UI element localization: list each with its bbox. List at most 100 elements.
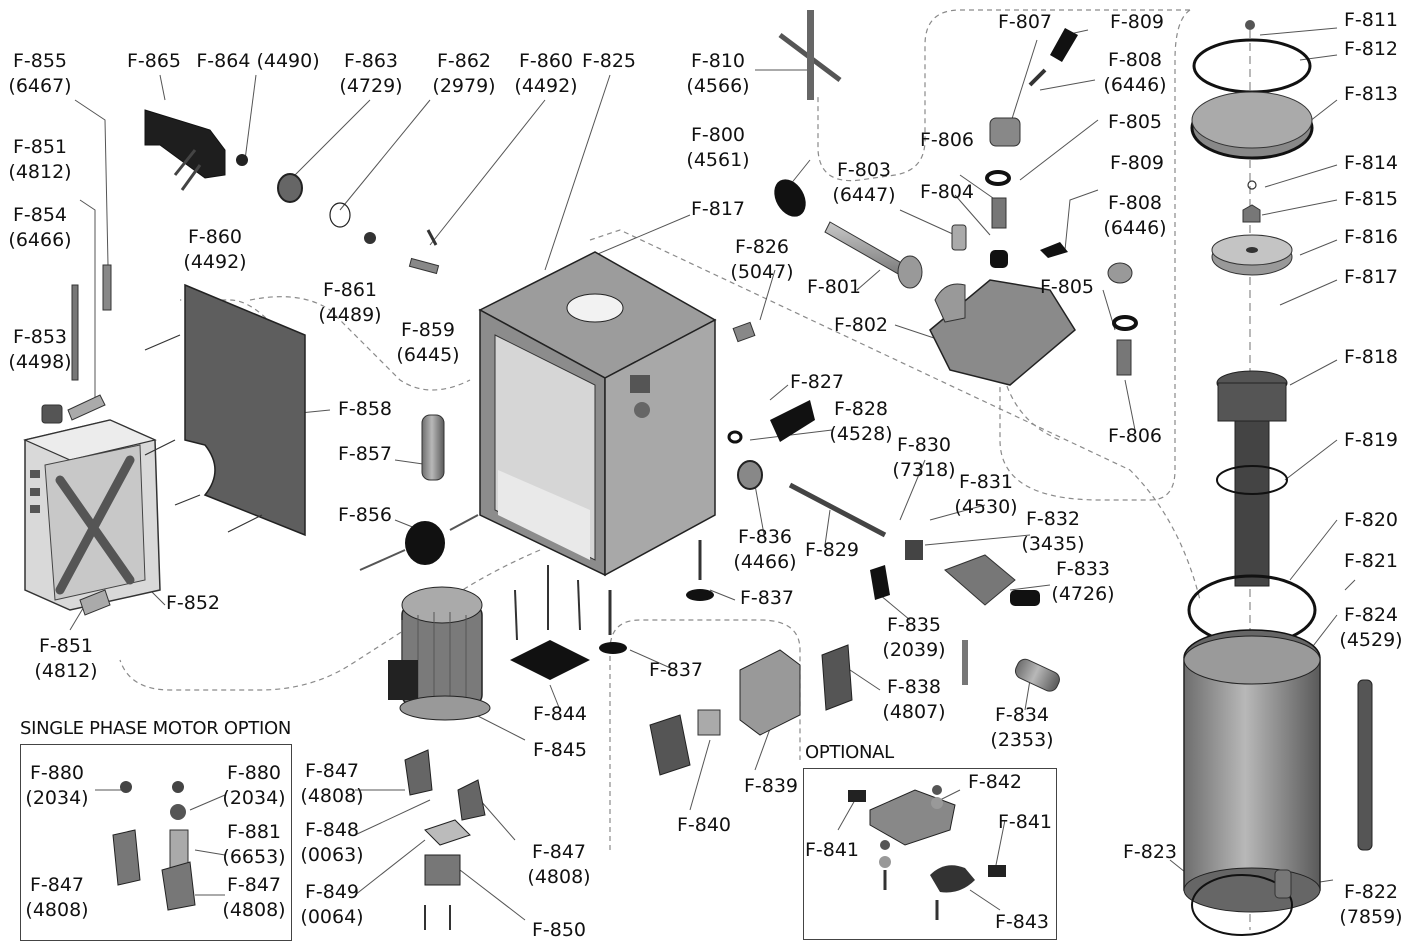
label-f853: F-853(4498) (8, 326, 72, 373)
label-f856: F-856 (337, 504, 393, 526)
screws-panel (144, 334, 263, 533)
label-f855: F-855(6467) (8, 50, 72, 97)
label-f843: F-843 (994, 911, 1050, 933)
label-f826: F-826(5047) (730, 236, 794, 283)
label-f816: F-816 (1343, 226, 1399, 248)
label-f812: F-812 (1343, 38, 1399, 60)
side-panel-f858 (184, 283, 306, 537)
label-f865: F-865 (126, 50, 182, 72)
label-f823: F-823 (1122, 841, 1178, 863)
label-f809-top: F-809 (1109, 11, 1165, 33)
label-f814: F-814 (1343, 152, 1399, 174)
label-f805-mid: F-805 (1039, 276, 1095, 298)
label-f824: F-824(4529) (1339, 604, 1403, 651)
label-f828: F-828(4528) (829, 398, 893, 445)
label-f880-left: F-880(2034) (25, 762, 89, 809)
mount-plate-f844 (510, 565, 590, 680)
label-f881: F-881(6653) (222, 821, 286, 868)
label-f880-right: F-880(2034) (222, 762, 286, 809)
label-f863: F-863(4729) (339, 50, 403, 97)
label-f820: F-820 (1343, 509, 1399, 531)
label-f847-box-right: F-847(4808) (222, 874, 286, 921)
label-f808-top: F-808(6446) (1103, 49, 1167, 96)
label-f834: F-834(2353) (990, 704, 1054, 751)
label-f852: F-852 (165, 592, 221, 614)
label-f860-left: F-860(4492) (183, 226, 247, 273)
label-f857: F-857 (337, 443, 393, 465)
label-f815: F-815 (1343, 188, 1399, 210)
label-f854: F-854(6466) (8, 204, 72, 251)
label-f848: F-848(0063) (300, 819, 364, 866)
optional-title: OPTIONAL (805, 742, 894, 763)
label-f831: F-831(4530) (954, 471, 1018, 518)
label-f819: F-819 (1343, 429, 1399, 451)
label-f837-top: F-837 (739, 587, 795, 609)
label-f817-right: F-817 (1343, 266, 1399, 288)
label-f841-left: F-841 (804, 839, 860, 861)
label-f805-top: F-805 (1107, 111, 1163, 133)
label-f803: F-803(6447) (832, 159, 896, 206)
label-f847-right: F-847(4808) (527, 841, 591, 888)
vessel-column (1183, 20, 1373, 936)
cabinet-f825 (478, 251, 717, 577)
label-f847-center: F-847(4808) (300, 760, 364, 807)
label-f835: F-835(2039) (882, 614, 946, 661)
label-f806-top: F-806 (919, 129, 975, 151)
label-f837-bottom: F-837 (648, 659, 704, 681)
label-f859: F-859(6445) (396, 319, 460, 366)
label-f851-top: F-851(4812) (8, 136, 72, 183)
label-f809-mid: F-809 (1109, 152, 1165, 174)
optional-box (803, 768, 1057, 940)
label-f825: F-825 (581, 50, 637, 72)
label-f842: F-842 (967, 771, 1023, 793)
label-f817-mid: F-817 (690, 198, 746, 220)
label-f800: F-800(4561) (686, 124, 750, 171)
label-f860-top: F-860(4492) (514, 50, 578, 97)
label-f838: F-838(4807) (882, 676, 946, 723)
label-f804: F-804 (919, 181, 975, 203)
label-f864: F-864 (4490) (196, 50, 320, 72)
top-center-parts (732, 10, 1138, 386)
single-phase-option-box (20, 744, 292, 941)
label-f807: F-807 (997, 11, 1053, 33)
label-f813: F-813 (1343, 83, 1399, 105)
label-f845: F-845 (532, 739, 588, 761)
label-f818: F-818 (1343, 346, 1399, 368)
label-f810: F-810(4566) (686, 50, 750, 97)
label-f861: F-861(4489) (318, 279, 382, 326)
label-f811: F-811 (1343, 9, 1399, 31)
label-f806-mid: F-806 (1107, 425, 1163, 447)
optional-parts (848, 785, 1006, 920)
label-f802: F-802 (833, 314, 889, 336)
label-f862: F-862(2979) (432, 50, 496, 97)
motor-f845 (388, 586, 491, 721)
upper-left-parts (144, 109, 440, 275)
label-f858: F-858 (337, 398, 393, 420)
label-f841-right: F-841 (997, 811, 1053, 833)
front-parts (599, 400, 1060, 692)
label-f851-bottom: F-851(4812) (34, 635, 98, 682)
cylinder-f857 (421, 414, 445, 481)
label-f827: F-827 (789, 371, 845, 393)
single-phase-parts (112, 781, 196, 911)
label-f801: F-801 (806, 276, 862, 298)
bottom-brackets (404, 749, 486, 930)
label-f839: F-839 (743, 775, 799, 797)
label-f829: F-829 (804, 539, 860, 561)
label-f847-box-left: F-847(4808) (25, 874, 89, 921)
side-tank-f852 (23, 419, 161, 611)
label-f832: F-832(3435) (1021, 508, 1085, 555)
wheel-f856 (359, 514, 479, 571)
rods-left (41, 264, 112, 616)
label-f840: F-840 (676, 814, 732, 836)
electrical-box (649, 644, 853, 776)
label-f849: F-849(0064) (300, 881, 364, 928)
label-f836: F-836(4466) (733, 526, 797, 573)
label-f844: F-844 (532, 703, 588, 725)
label-f808-mid: F-808(6446) (1103, 192, 1167, 239)
single-phase-option-title: SINGLE PHASE MOTOR OPTION (20, 718, 292, 739)
label-f822: F-822(7859) (1339, 881, 1403, 928)
label-f830: F-830(7318) (892, 434, 956, 481)
label-f821: F-821 (1343, 550, 1399, 572)
